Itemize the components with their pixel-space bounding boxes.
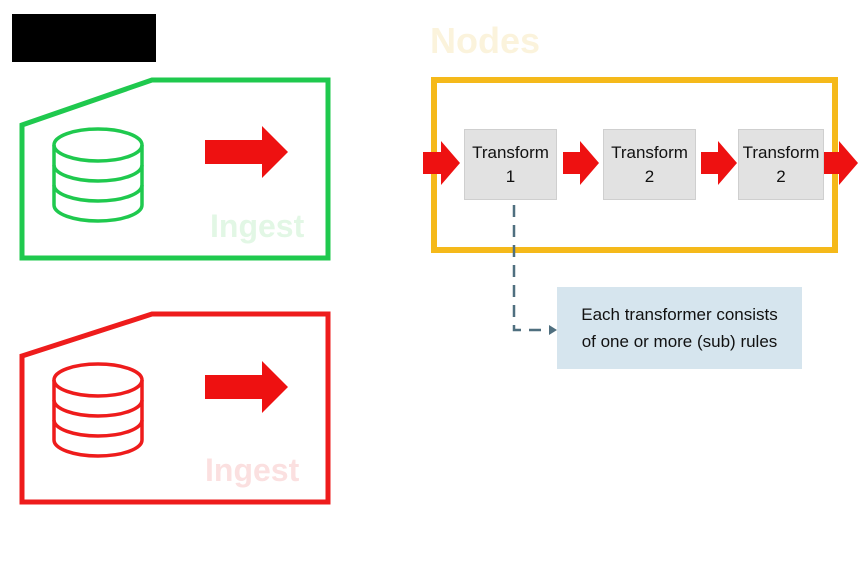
transform-node-1-number: 1: [505, 166, 516, 186]
arrow-right-icon-red-block: [205, 361, 288, 413]
transform-node-1-title: Transform: [472, 142, 549, 162]
red-ingest-frame: [19, 311, 331, 505]
transform-node-2-title: Transform: [611, 142, 688, 162]
transform-node-3-number: 2: [776, 166, 786, 186]
transform-node-2: Transform 2: [603, 129, 696, 200]
transform-node-3: Transform 2: [738, 129, 824, 200]
dashed-connector: [512, 205, 551, 332]
connector-arrowhead-icon: [549, 325, 557, 335]
transformer-note: Each transformer consists of one or more…: [557, 287, 802, 369]
arrow-right-icon-pipeline-in: [423, 141, 460, 185]
nodes-title: Nodes: [430, 20, 541, 61]
arrow-right-icon-pipeline-out: [824, 141, 858, 185]
ingest-label-green: Ingest: [210, 208, 305, 244]
arrow-right-icon-between-1-2: [563, 141, 599, 185]
redacted-bar: [12, 14, 156, 62]
note-line-2: of one or more (sub) rules: [581, 332, 778, 351]
note-line-1: Each transformer consists: [581, 305, 778, 324]
arrow-right-icon-green-block: [205, 126, 288, 178]
green-ingest-frame: [19, 77, 331, 261]
transform-node-1: Transform 1: [464, 129, 557, 200]
transform-node-3-title: Transform: [742, 142, 820, 162]
database-icon-green: [52, 127, 144, 223]
arrow-right-icon-between-2-3: [701, 141, 737, 185]
database-icon-red: [52, 362, 144, 458]
transform-node-2-number: 2: [644, 166, 655, 186]
ingest-label-red: Ingest: [205, 452, 300, 488]
